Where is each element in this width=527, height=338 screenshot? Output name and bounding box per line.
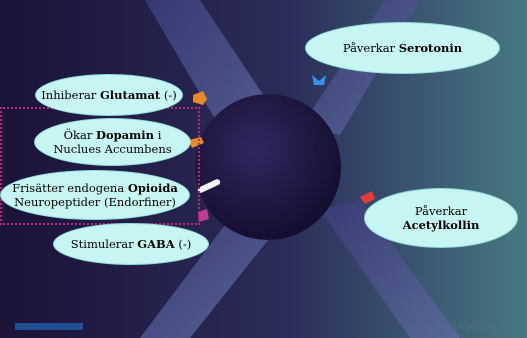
dendrite-lower-left [140,205,280,338]
receptor-acetylkollin-icon [360,191,375,204]
receptor-glutamat-icon [193,91,207,105]
bubble-dopamin-line-1: Ökar Dopamin i [63,127,162,142]
bubble-glutamat-text: Inhiberar Glutamat (-) [41,87,177,102]
bubble-opioida-line-2: Neuropeptider (Endorfiner) [14,195,176,209]
bubble-glutamat: Inhiberar Glutamat (-) [35,74,183,116]
neuron-cell-body [195,94,341,240]
bubble-dopamin-line-2: Nuclues Accumbens [53,142,172,156]
bubble-opioida-line-1: Frisätter endogena Opioida [12,180,178,195]
dendrite-lower-right [320,200,460,338]
bubble-acetylkollin: Påverkar Acetylkollin [364,188,518,248]
receptor-serotonin-icon [312,75,326,85]
bubble-serotonin-text: Påverkar Serotonin [342,40,463,55]
corner-bar [15,323,83,330]
bubble-gaba-text: Stimulerar GABA (-) [70,236,192,251]
receptor-gaba-icon [198,209,209,222]
bubble-serotonin: Påverkar Serotonin [305,22,500,74]
receptor-opioida-icon [197,179,221,193]
receptor-dopamin-icon [189,137,204,148]
bubble-acetylkollin-line-1: Påverkar [414,203,468,218]
bubble-acetylkollin-line-2: Acetylkollin [402,218,480,232]
bubble-gaba: Stimulerar GABA (-) [53,223,209,265]
watermark: ©CNSforum.com [442,322,519,332]
bubble-opioida: Frisätter endogena Opioida Neuropeptider… [0,170,190,220]
bubble-dopamin: Ökar Dopamin i Nuclues Accumbens [34,118,191,166]
